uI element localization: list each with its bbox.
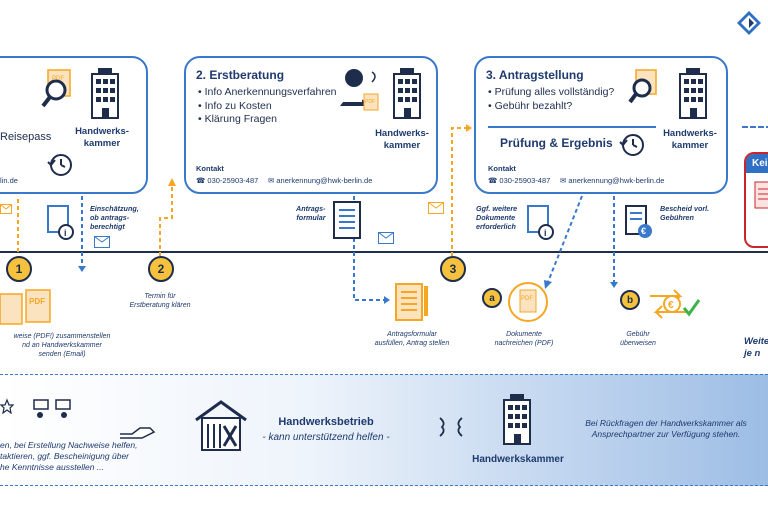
card3-org-label: Handwerks- kammer (663, 128, 717, 151)
clock-check-icon (47, 154, 72, 176)
card2-bullet: Info zu Kosten (198, 100, 337, 114)
note-nachweise: weise (PDF!) zusammenstellen nd an Handw… (13, 333, 111, 358)
fee-document-icon: € (625, 205, 652, 238)
card4-red-card: Kein (744, 152, 768, 248)
card2-org-label: Handwerks- kammer (375, 128, 429, 151)
support-betrieb-title: Handwerksbetrieb (278, 416, 374, 428)
card2-bullets: Info Anerkennungsverfahren Info zu Koste… (198, 86, 337, 127)
clock-check-icon (619, 134, 644, 156)
card1-org-label: Handwerks- kammer (75, 126, 129, 149)
svg-text:PDF: PDF (52, 76, 64, 82)
envelope-icon (94, 236, 110, 248)
note-antrag-ausfuellen: Antragsformular ausfüllen, Antrag stelle… (374, 331, 450, 347)
note-termin: Termin für Erstberatung klären (129, 293, 191, 309)
svg-text:€: € (641, 226, 646, 236)
card3-contact-title: Kontakt (488, 164, 516, 173)
svg-text:PDF: PDF (365, 99, 375, 105)
card3-subtitle: Prüfung & Ergebnis (500, 136, 613, 150)
workshop-building-icon (195, 400, 247, 451)
note-dokumente-nachreichen: Dokumente nachreichen (PDF) (494, 331, 554, 347)
advisor-person-icon: PDF (340, 69, 379, 111)
rating-star-icon (0, 398, 14, 414)
card3-divider (488, 126, 656, 128)
envelope-icon (378, 232, 394, 244)
euro-payment-icon: € (650, 289, 701, 319)
pdf-upload-icon: PDF (508, 282, 548, 322)
card4-title: Kein (746, 154, 768, 173)
card1-email: lin.de (0, 176, 18, 185)
magnifier-icon: PDF (41, 69, 71, 108)
note-antragsformular: Antrags- formular (296, 204, 326, 222)
chat-persons-icon (33, 399, 71, 418)
building-icon (679, 68, 707, 119)
svg-text:€: € (668, 300, 674, 311)
support-band (0, 374, 768, 486)
card2-email: ✉ anerkennung@hwk-berlin.de (268, 176, 373, 185)
step-marker-1: 1 (6, 256, 32, 282)
building-icon (91, 68, 119, 119)
conversation-faces-icon (439, 417, 463, 437)
note-weitere-dokumente: Ggf. weitere Dokumente erforderlich (476, 204, 518, 231)
card3-email: ✉ anerkennung@hwk-berlin.de (560, 176, 665, 185)
card4-dashed-line (742, 126, 768, 128)
building-icon (503, 394, 531, 445)
note-bescheid: Bescheid vorl. Gebühren (660, 204, 710, 222)
form-document-icon (333, 201, 361, 239)
svg-text:i: i (64, 228, 67, 238)
card3-title: 3. Antragstellung (486, 68, 584, 82)
step-marker-b: b (620, 290, 640, 310)
svg-text:i: i (544, 228, 547, 238)
card3-bullet: Prüfung alles vollständig? (488, 86, 615, 100)
card-step1 (0, 56, 148, 194)
card2-contact-title: Kontakt (196, 164, 224, 173)
passport-label: Reisepass (0, 131, 52, 143)
pdf-documents-icon: PDF (0, 289, 51, 325)
document-info-icon: i (527, 205, 554, 240)
pdf-badge: PDF (29, 297, 45, 306)
card2-bullet: Klärung Fragen (198, 113, 337, 127)
envelope-icon (428, 202, 444, 214)
note-gebuehr: Gebühr überweisen (620, 331, 656, 347)
logo-icon (737, 11, 761, 35)
envelope-icon (0, 204, 12, 214)
support-betrieb-subtitle: - kann unterstützend helfen - (262, 432, 390, 443)
building-icon (393, 68, 421, 119)
support-right-text: Bei Rückfragen der Handwerkskammer als A… (585, 418, 747, 439)
support-left-text: en, bei Erstellung Nachweise helfen, tak… (0, 440, 138, 472)
note-weiter-partial: Weite je n (744, 336, 768, 359)
card2-title: 2. Erstberatung (196, 68, 285, 82)
card2-phone: ☎ 030-25903-487 (196, 176, 259, 185)
card3-bullets: Prüfung alles vollständig? Gebühr bezahl… (488, 86, 615, 114)
helping-hand-icon (120, 427, 156, 439)
document-icon (754, 181, 768, 209)
form-pen-icon (395, 283, 428, 321)
step-marker-2: 2 (148, 256, 174, 282)
svg-text:PDF: PDF (521, 296, 533, 302)
card3-phone: ☎ 030-25903-487 (488, 176, 551, 185)
step-marker-3: 3 (440, 256, 466, 282)
card3-bullet: Gebühr bezahlt? (488, 100, 614, 114)
step-marker-a: a (482, 288, 502, 308)
magnifier-icon (628, 69, 657, 104)
support-kammer-label: Handwerkskammer (472, 454, 564, 465)
note-einschaetzung: Einschätzung, ob antrags- berechtigt (90, 204, 139, 231)
card2-bullet: Info Anerkennungsverfahren (198, 86, 337, 100)
document-info-icon: i (47, 205, 74, 240)
